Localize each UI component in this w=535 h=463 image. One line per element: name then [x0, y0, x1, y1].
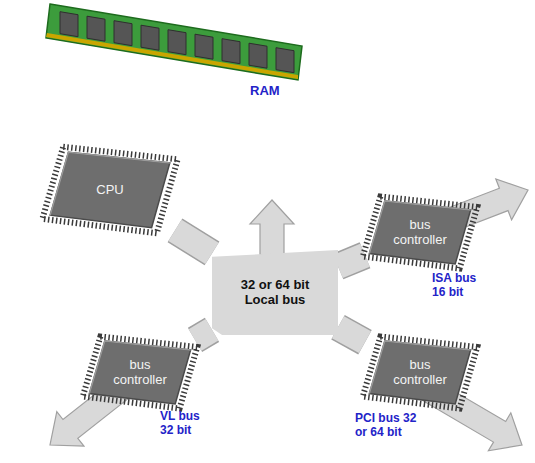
chip-label: CPU [96, 183, 123, 198]
bus-width-label: PCI bus 32 or 64 bit [355, 412, 419, 440]
node-text: CPU [96, 183, 123, 198]
chip-body [50, 152, 170, 228]
bus-band [175, 230, 212, 253]
chip-body [89, 341, 190, 404]
bus-label: 32 or 64 bit Local bus [230, 278, 320, 308]
ram-chip [141, 25, 159, 50]
ram-chip [249, 43, 267, 68]
ram-chip [60, 12, 78, 37]
bus-band [338, 327, 365, 342]
bus-fill [212, 250, 338, 335]
chip: CPU [45, 145, 175, 235]
chip: bus controller [85, 335, 195, 410]
bus-band-fill [338, 255, 365, 266]
chip-highlight [369, 201, 470, 254]
chip-pins [83, 337, 197, 409]
bus-band-outline [195, 330, 212, 340]
chip-pins [363, 197, 477, 269]
chip-body [369, 201, 470, 264]
bus-band-outline [338, 255, 365, 266]
ram-label: RAM [250, 84, 310, 99]
bus-band-outline [175, 230, 212, 253]
bus-width-label: VL bus 32 bit [160, 410, 210, 438]
node-text: bus controller [385, 218, 455, 248]
ram-chip [114, 21, 132, 46]
chip-pins [42, 147, 177, 233]
ram-chip [222, 39, 240, 64]
bus-band [195, 330, 212, 340]
ram-bus-arrow [250, 200, 294, 255]
chip-body [369, 341, 470, 404]
chip-highlight [369, 341, 470, 394]
chip-pins [363, 337, 477, 409]
ram-board [46, 4, 302, 80]
chip: bus controller [365, 335, 475, 410]
ram-chip [87, 16, 105, 41]
local-bus: 32 or 64 bit Local bus [212, 250, 338, 335]
bus-band-fill [175, 230, 212, 253]
chip-label: bus controller [105, 358, 175, 388]
chip-highlight [89, 341, 190, 394]
chip-label: bus controller [385, 218, 455, 248]
ram-chip [168, 30, 186, 55]
bus-band-fill [195, 330, 212, 340]
ram-chip [195, 34, 213, 59]
ram-module [46, 4, 302, 80]
chip-highlight [50, 152, 170, 215]
bus-band-outline [338, 327, 365, 342]
bus-width-label: ISA bus 16 bit [432, 272, 484, 300]
chip: bus controller [365, 195, 475, 270]
ram-chip [276, 48, 294, 73]
node-text: bus controller [105, 358, 175, 388]
chip-label: bus controller [385, 358, 455, 388]
bus-band [338, 255, 365, 266]
node-text: 32 or 64 bit Local bus [230, 278, 320, 308]
node-text: bus controller [385, 358, 455, 388]
bus-band-fill [338, 327, 365, 342]
